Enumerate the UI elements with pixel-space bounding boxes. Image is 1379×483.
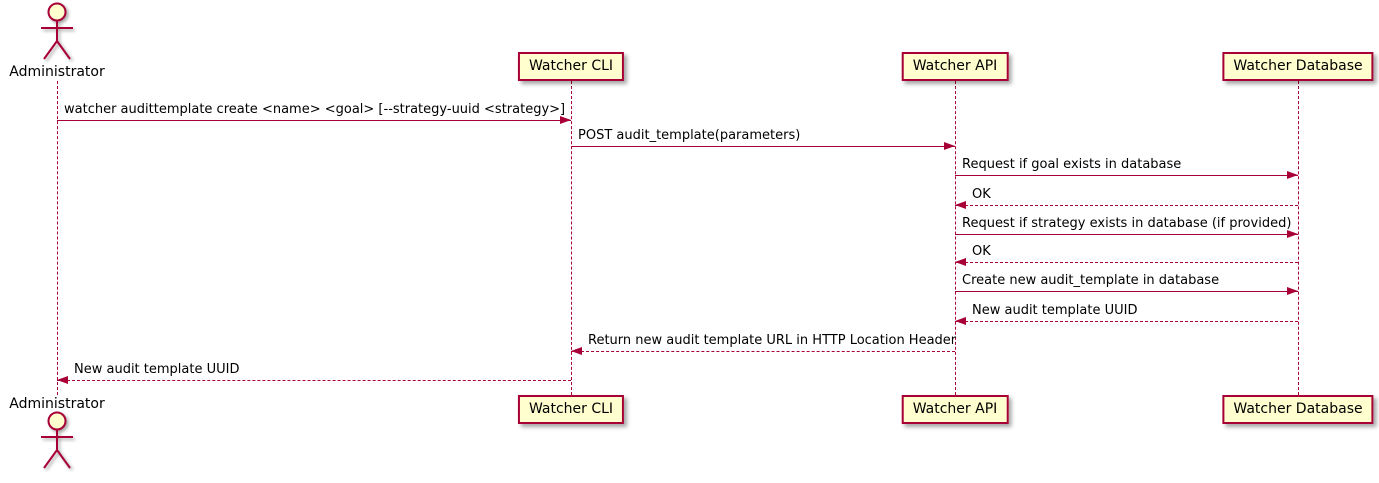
message-line-3 <box>955 175 1298 176</box>
message-line-7 <box>955 291 1298 292</box>
participant-box-top-watcher-database: Watcher Database <box>1222 52 1374 81</box>
message-line-6 <box>955 262 1298 263</box>
message-label-5: Request if strategy exists in database (… <box>962 216 1292 231</box>
message-label-2: POST audit_template(parameters) <box>578 128 801 143</box>
actor-label-top-administrator: Administrator <box>9 64 105 80</box>
participant-box-top-watcher-api: Watcher API <box>901 52 1009 81</box>
lifeline-watcher-api <box>954 81 956 395</box>
message-label-4: OK <box>972 187 991 202</box>
message-line-8 <box>955 321 1298 322</box>
actor-label-bottom-administrator: Administrator <box>9 396 105 412</box>
message-label-9: Return new audit template URL in HTTP Lo… <box>588 333 957 348</box>
message-label-8: New audit template UUID <box>972 303 1138 318</box>
participant-box-bottom-watcher-database: Watcher Database <box>1222 395 1374 424</box>
lifeline-administrator <box>56 81 58 395</box>
arrowhead-1 <box>560 116 571 124</box>
lifeline-watcher-database <box>1297 81 1299 395</box>
arrowhead-4 <box>955 201 966 209</box>
arrowhead-5 <box>1287 230 1298 238</box>
participant-box-bottom-watcher-cli: Watcher CLI <box>517 395 625 424</box>
participant-box-top-watcher-cli: Watcher CLI <box>517 52 625 81</box>
participant-box-bottom-watcher-api: Watcher API <box>901 395 1009 424</box>
arrowhead-2 <box>944 142 955 150</box>
message-line-4 <box>955 205 1298 206</box>
lifeline-watcher-cli <box>570 81 572 395</box>
message-label-3: Request if goal exists in database <box>962 157 1182 172</box>
arrowhead-3 <box>1287 171 1298 179</box>
arrowhead-10 <box>57 376 68 384</box>
message-line-5 <box>955 234 1298 235</box>
arrowhead-6 <box>955 258 966 266</box>
message-label-1: watcher audittemplate create <name> <goa… <box>64 102 566 117</box>
message-label-6: OK <box>972 244 991 259</box>
message-label-7: Create new audit_template in database <box>962 273 1220 288</box>
arrowhead-9 <box>571 347 582 355</box>
actor-figure-bottom-administrator <box>35 411 79 477</box>
message-label-10: New audit template UUID <box>74 362 240 377</box>
actor-figure-top-administrator <box>35 2 79 68</box>
person-icon <box>41 411 73 469</box>
arrowhead-8 <box>955 317 966 325</box>
arrowhead-7 <box>1287 287 1298 295</box>
message-line-9 <box>571 351 955 352</box>
message-line-2 <box>571 146 955 147</box>
person-icon <box>41 2 73 60</box>
message-line-10 <box>57 380 571 381</box>
message-line-1 <box>57 120 571 121</box>
